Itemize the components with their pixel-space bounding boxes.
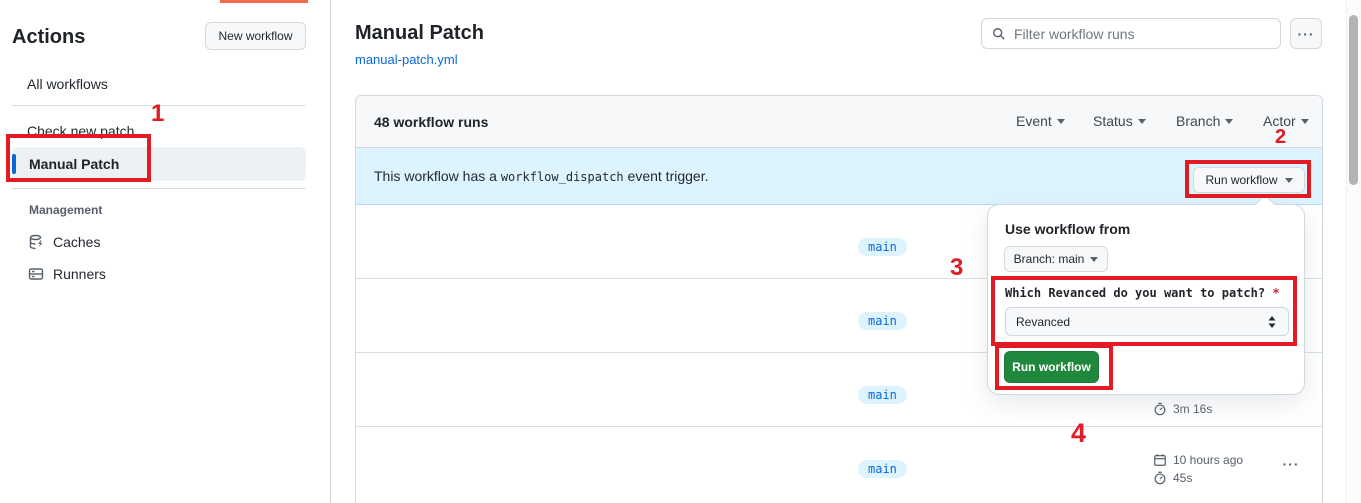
filter-label: Event	[1016, 113, 1052, 129]
run-meta: 10 hours ago 45s	[1153, 453, 1243, 485]
branch-badge[interactable]: main	[858, 460, 907, 478]
search-placeholder: Filter workflow runs	[1014, 25, 1135, 42]
branch-select-label: Branch: main	[1013, 252, 1085, 266]
stopwatch-icon	[1154, 471, 1166, 485]
page-title: Manual Patch	[355, 22, 484, 44]
run-options-kebab-button[interactable]: ···	[1282, 456, 1300, 472]
annotation-number-4: 4	[1071, 418, 1087, 448]
run-workflow-label: Run workflow	[1205, 173, 1278, 187]
filter-label: Actor	[1263, 113, 1296, 129]
calendar-icon	[1154, 454, 1166, 466]
panel-title: Use workflow from	[1005, 221, 1131, 237]
sidebar-divider	[12, 188, 306, 189]
patch-input-label: Which Revanced do you want to patch? *	[1005, 286, 1280, 300]
search-icon	[993, 27, 1005, 40]
chevron-down-icon	[1300, 118, 1309, 124]
chevron-down-icon	[1225, 118, 1234, 124]
workflow-file-link[interactable]: manual-patch.yml	[355, 52, 458, 67]
event-filter-dropdown[interactable]: Event	[1016, 113, 1065, 129]
run-duration: 3m 16s	[1153, 402, 1212, 416]
annotation-number-2: 2	[1275, 126, 1287, 148]
run-time-ago: 10 hours ago	[1153, 453, 1243, 467]
runs-table-header: 48 workflow runs Event Status Branch Act…	[356, 96, 1322, 148]
annotation-number-1: 1	[151, 100, 165, 127]
stopwatch-icon	[1154, 402, 1166, 416]
actor-filter-dropdown[interactable]: Actor	[1263, 113, 1309, 129]
sidebar-item-manual-patch[interactable]: Manual Patch	[12, 147, 306, 181]
selected-accent-bar	[12, 154, 16, 174]
run-duration: 45s	[1153, 471, 1243, 485]
page-loading-bar	[220, 0, 308, 3]
filter-label: Status	[1093, 113, 1133, 129]
required-marker: *	[1272, 286, 1280, 300]
chevron-down-icon	[1284, 177, 1293, 183]
management-heading: Management	[29, 203, 103, 217]
sidebar-main-divider	[330, 0, 331, 503]
branch-badge[interactable]: main	[858, 312, 907, 330]
workflow-dispatch-code: workflow_dispatch	[500, 170, 624, 184]
workflow-dispatch-banner: This workflow has a workflow_dispatch ev…	[356, 148, 1322, 205]
select-updown-icon	[1268, 315, 1276, 328]
filter-runs-input[interactable]: Filter workflow runs	[981, 18, 1281, 49]
sidebar-title: Actions	[12, 26, 86, 48]
sidebar-item-label: Manual Patch	[29, 156, 120, 172]
workflow-options-kebab-button[interactable]: ···	[1290, 18, 1322, 49]
chevron-down-icon	[1056, 118, 1065, 124]
revanced-select-value: Revanced	[1016, 314, 1071, 329]
workflow-run-row[interactable]: main 10 hours ago 45s ···	[356, 427, 1322, 501]
sidebar-item-runners[interactable]: Runners	[28, 266, 106, 282]
sidebar-item-caches[interactable]: Caches	[28, 234, 100, 250]
branch-select-button[interactable]: Branch: main	[1004, 246, 1108, 272]
sidebar-item-label: Caches	[53, 234, 101, 250]
runs-count: 48 workflow runs	[374, 114, 489, 130]
run-workflow-panel: Use workflow from Branch: main Which Rev…	[987, 194, 1305, 395]
status-filter-dropdown[interactable]: Status	[1093, 113, 1146, 129]
chevron-down-icon	[1137, 118, 1146, 124]
sidebar-item-check-new-patch[interactable]: Check new patch	[27, 123, 135, 139]
branch-filter-dropdown[interactable]: Branch	[1176, 113, 1234, 129]
filter-label: Branch	[1176, 113, 1221, 129]
scrollbar-thumb[interactable]	[1349, 15, 1358, 185]
branch-badge[interactable]: main	[858, 238, 907, 256]
chevron-down-icon	[1090, 256, 1099, 262]
annotation-number-3: 3	[950, 254, 964, 281]
sidebar-item-label: Runners	[53, 266, 106, 282]
banner-text: This workflow has a workflow_dispatch ev…	[374, 168, 709, 184]
run-meta: 3m 16s	[1153, 402, 1212, 416]
run-workflow-submit-button[interactable]: Run workflow	[1004, 351, 1099, 383]
sidebar-divider	[12, 105, 306, 106]
branch-badge[interactable]: main	[858, 386, 907, 404]
runners-icon	[28, 268, 44, 280]
revanced-select[interactable]: Revanced	[1005, 307, 1289, 336]
new-workflow-button[interactable]: New workflow	[205, 22, 306, 50]
cache-icon	[29, 234, 43, 250]
run-workflow-dropdown-button[interactable]: Run workflow	[1193, 167, 1305, 193]
sidebar-item-all-workflows[interactable]: All workflows	[27, 76, 108, 92]
